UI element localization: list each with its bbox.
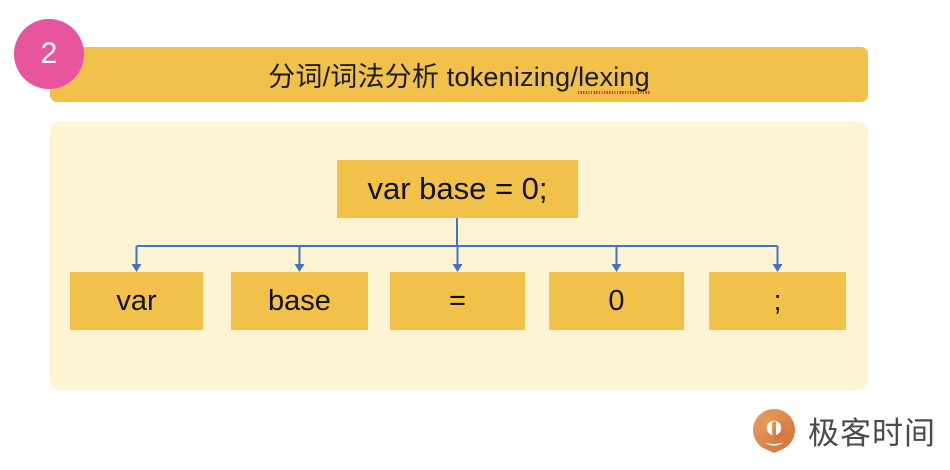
step-badge-number: 2: [40, 37, 58, 70]
token-box: var: [70, 272, 203, 330]
source-code-text: var base = 0;: [367, 171, 548, 206]
title-misspelled-word: lexing: [578, 62, 650, 94]
token-row: var base = 0 ;: [50, 272, 868, 330]
page-title: 分词/词法分析 tokenizing/lexing: [268, 55, 650, 94]
token-label: 0: [608, 284, 625, 317]
token-label: var: [116, 284, 157, 317]
token-label: ;: [773, 284, 782, 317]
token-box: base: [231, 272, 368, 330]
diagram-panel: var base = 0; var base: [50, 122, 868, 390]
token-box: ;: [709, 272, 846, 330]
token-label: =: [449, 284, 466, 317]
brand-name: 极客时间: [808, 415, 936, 452]
step-badge: 2: [14, 19, 84, 89]
source-code-box: var base = 0;: [337, 160, 578, 218]
token-box: =: [390, 272, 525, 330]
title-prefix: 分词/词法分析 tokenizing/: [268, 62, 579, 92]
slide-title-bar: 分词/词法分析 tokenizing/lexing: [50, 47, 868, 102]
token-label: base: [268, 284, 331, 317]
geektime-logo-icon: [753, 409, 795, 453]
brand-logo: 极客时间: [750, 406, 936, 454]
token-box: 0: [549, 272, 684, 330]
